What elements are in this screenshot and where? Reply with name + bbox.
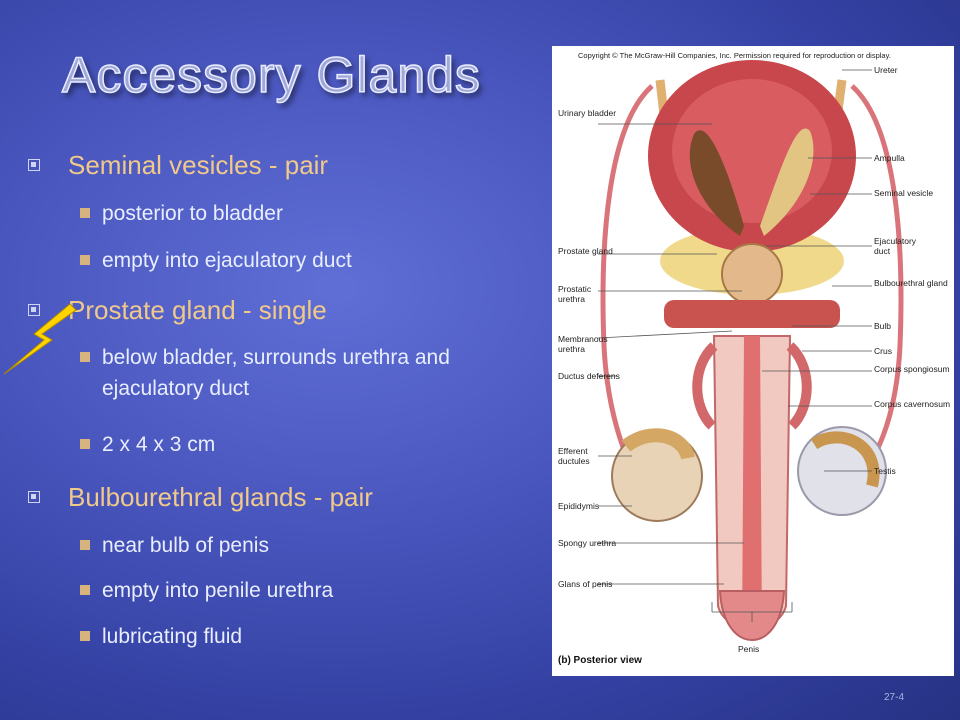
slide-number: 27-4	[884, 692, 905, 703]
square-bullet-icon	[28, 491, 40, 503]
label-bulbourethral-gland: Bulbourethral gland	[874, 278, 948, 288]
sub-bullet: empty into penile urethra	[80, 575, 550, 606]
bullet-bulbourethral-glands: Bulbourethral glands - pair	[28, 482, 373, 513]
figure-caption: (b) Posterior view	[558, 655, 642, 666]
label-corpus-spongiosum: Corpus spongiosum	[874, 364, 950, 374]
label-corpus-cavernosum: Corpus cavernosum	[874, 399, 951, 409]
label-glans-of-penis: Glans of penis	[558, 579, 613, 589]
label-ampulla: Ampulla	[874, 153, 905, 163]
anatomy-illustration	[597, 60, 904, 642]
label-prostate-gland: Prostate gland	[558, 246, 613, 256]
square-bullet-icon	[80, 631, 90, 641]
anatomy-figure: Copyright © The McGraw-Hill Companies, I…	[552, 46, 954, 676]
label-epididymis: Epididymis	[558, 501, 600, 511]
label-crus: Crus	[874, 346, 892, 356]
square-bullet-icon	[80, 255, 90, 265]
bullet-prostate-gland: Prostate gland - single	[28, 295, 327, 326]
label-ejaculatory-duct: Ejaculatory duct	[874, 236, 917, 256]
label-penis: Penis	[738, 644, 760, 654]
label-seminal-vesicle: Seminal vesicle	[874, 188, 934, 198]
square-bullet-icon	[80, 439, 90, 449]
square-bullet-icon	[80, 540, 90, 550]
bullet-seminal-vesicles: Seminal vesicles - pair	[28, 150, 328, 181]
label-testis: Testis	[874, 466, 896, 476]
sub-bullet: posterior to bladder	[80, 198, 550, 229]
sub-bullet: near bulb of penis	[80, 530, 550, 561]
label-spongy-urethra: Spongy urethra	[558, 538, 617, 548]
copyright-notice: Copyright © The McGraw-Hill Companies, I…	[578, 51, 891, 60]
sub-bullet: empty into ejaculatory duct	[80, 245, 550, 276]
label-prostatic-urethra: Prostatic urethra	[558, 284, 592, 304]
label-membranous-urethra: Membranous urethra	[558, 334, 608, 354]
label-bulb: Bulb	[874, 321, 892, 331]
square-bullet-icon	[28, 304, 40, 316]
square-bullet-icon	[80, 352, 90, 362]
slide-title: Accessory Glands	[61, 46, 481, 104]
label-ureter: Ureter	[874, 65, 898, 75]
sub-bullet: 2 x 4 x 3 cm	[80, 429, 550, 460]
label-ductus-deferens: Ductus deferens	[558, 371, 620, 381]
square-bullet-icon	[80, 208, 90, 218]
lightning-bolt-icon	[3, 303, 77, 375]
label-urinary-bladder: Urinary bladder	[558, 108, 617, 118]
sub-bullet: below bladder, surrounds urethra and eja…	[80, 342, 550, 404]
sub-bullet: lubricating fluid	[80, 621, 550, 652]
square-bullet-icon	[28, 159, 40, 171]
label-efferent-ductules: Efferent ductules	[558, 446, 590, 466]
square-bullet-icon	[80, 585, 90, 595]
